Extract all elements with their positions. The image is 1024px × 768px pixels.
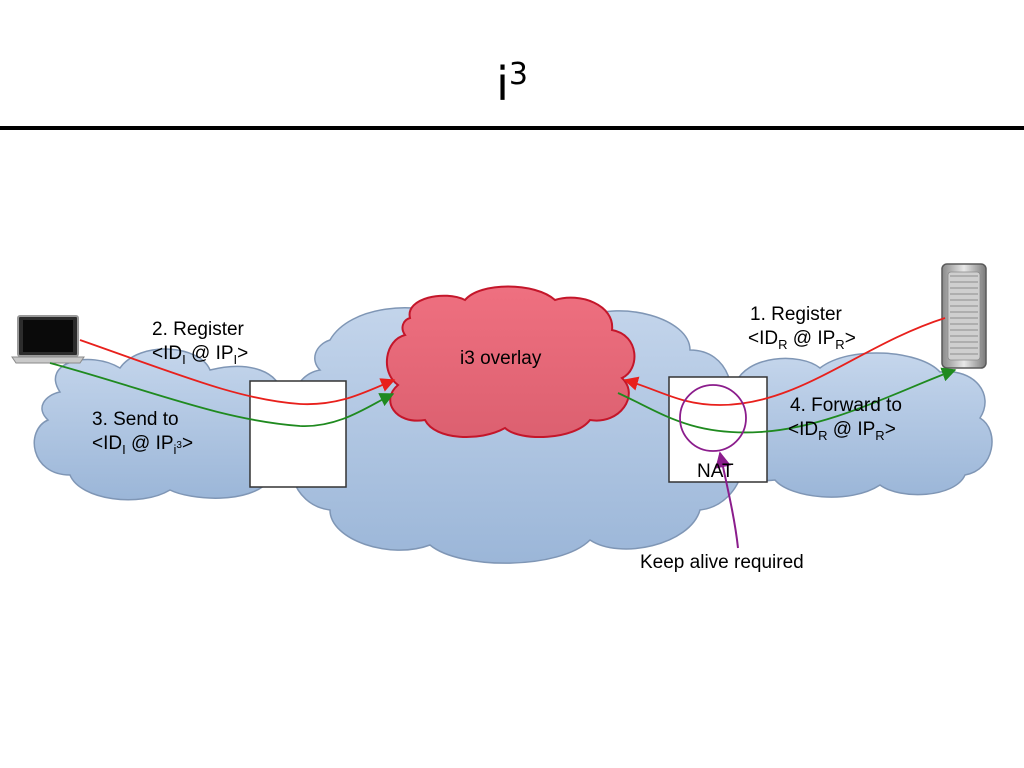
laptop-icon [11, 315, 85, 364]
left-host-box [249, 380, 347, 488]
step1-addr: <IDR @ IPR> [748, 328, 856, 352]
step2-title: 2. Register [152, 319, 244, 340]
step3-title: 3. Send to [92, 409, 179, 430]
keepalive-circle [679, 384, 747, 452]
nat-label: NAT [697, 461, 734, 482]
title-exponent: 3 [508, 57, 528, 92]
server-icon [941, 263, 987, 369]
step3-addr: <IDI @ IPi3> [92, 433, 194, 457]
title-base: i [496, 57, 509, 111]
register-arrow-left [79, 339, 396, 406]
keepalive-arrow [715, 451, 739, 549]
step2-addr: <IDI @ IPI> [152, 343, 249, 367]
slide-title: i3 [0, 56, 1024, 119]
step4-label: 4. Forward to <IDR @ IPR> [788, 394, 902, 442]
title-rule [0, 126, 1024, 130]
step1-title: 1. Register [750, 304, 842, 325]
step3-label: 3. Send to <IDI @ IPi3> [92, 408, 193, 456]
send-arrow-left [49, 362, 395, 427]
step2-label: 2. Register <IDI @ IPI> [152, 318, 248, 366]
keepalive-label: Keep alive required [640, 552, 804, 573]
step4-title: 4. Forward to [790, 395, 902, 416]
overlay-label: i3 overlay [460, 348, 542, 369]
step1-label: 1. Register <IDR @ IPR> [748, 303, 856, 351]
forward-arrow-right [617, 367, 957, 434]
i3-overlay-cloud [385, 285, 636, 438]
step4-addr: <IDR @ IPR> [788, 419, 896, 443]
